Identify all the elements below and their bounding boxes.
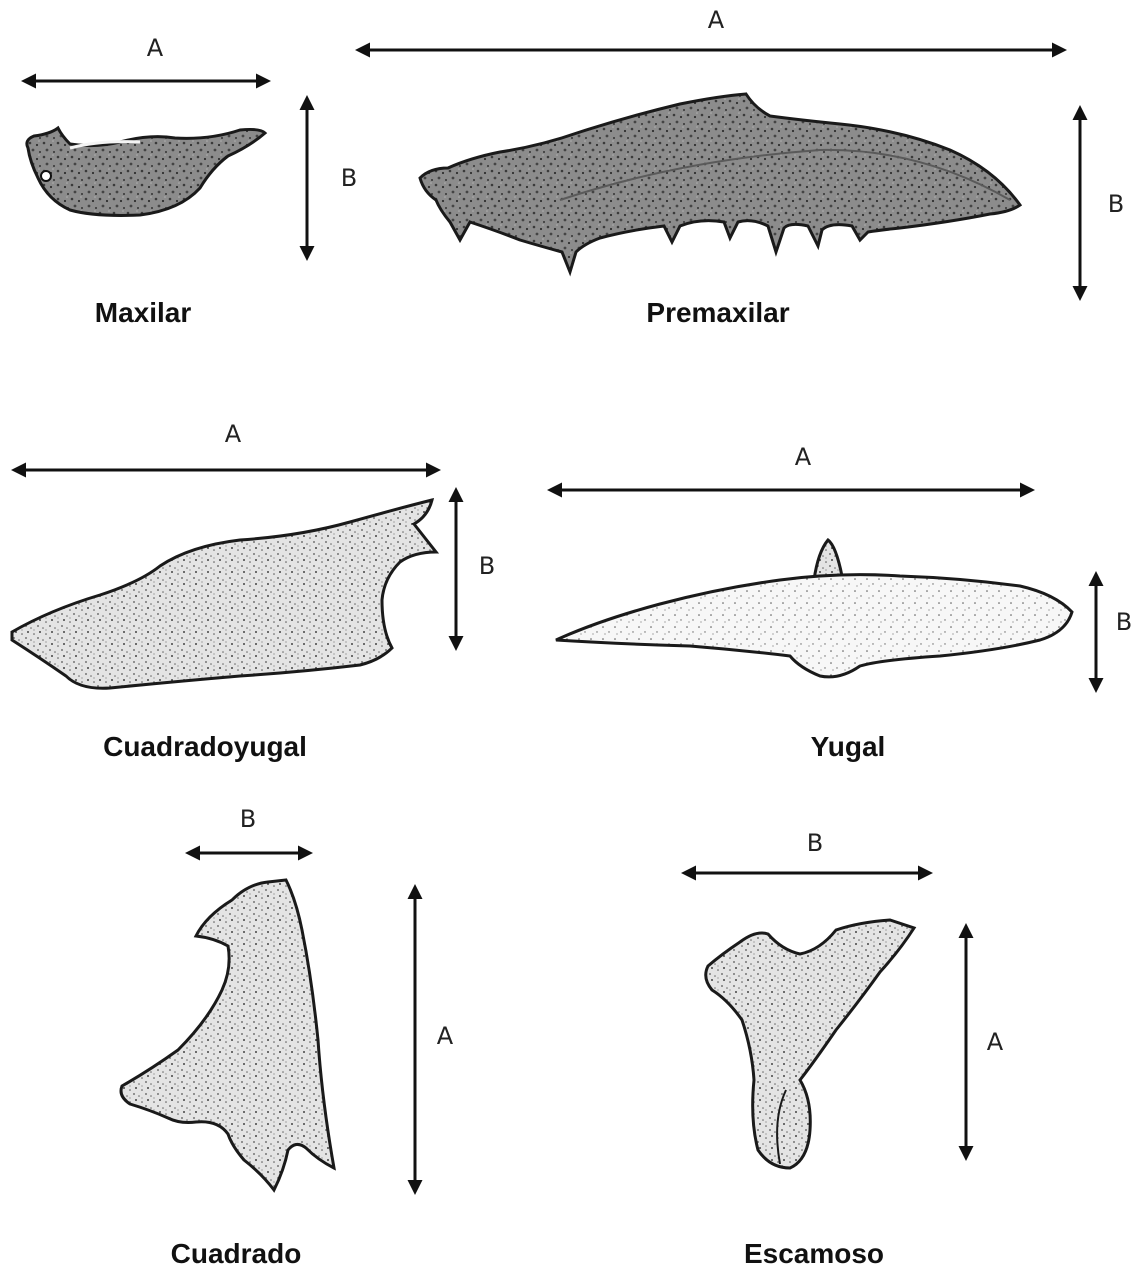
bone-group-cuadrado: B A Cuadrado	[121, 805, 454, 1269]
bone-group-escamoso: B A Escamoso	[684, 829, 1004, 1269]
escamoso-bone-illustration	[706, 920, 914, 1168]
escamoso-name: Escamoso	[744, 1238, 884, 1269]
yugal-name: Yugal	[811, 731, 886, 762]
yugal-bone-illustration	[556, 575, 1072, 677]
cuadradoyugal-width-label: B	[479, 552, 495, 580]
bone-group-yugal: A B Yugal	[550, 443, 1132, 762]
cuadradoyugal-bone-illustration	[12, 500, 436, 688]
maxilar-name: Maxilar	[95, 297, 192, 328]
maxilar-bone-illustration	[27, 128, 265, 215]
cuadradoyugal-length-label: A	[225, 420, 242, 448]
bone-group-maxilar: A B Maxilar	[24, 34, 357, 328]
bone-group-premaxilar: A B Premaxilar	[358, 6, 1124, 328]
cuadrado-length-label: A	[437, 1022, 454, 1050]
escamoso-width-label: B	[807, 829, 823, 857]
cuadradoyugal-name: Cuadradoyugal	[103, 731, 307, 762]
cuadrado-width-label: B	[240, 805, 256, 833]
yugal-width-label: B	[1116, 608, 1132, 636]
premaxilar-width-label: B	[1108, 190, 1124, 218]
premaxilar-bone-illustration	[420, 94, 1020, 272]
maxilar-width-label: B	[341, 164, 357, 192]
maxilar-foramen	[41, 171, 51, 181]
premaxilar-length-label: A	[708, 6, 725, 34]
escamoso-length-label: A	[987, 1028, 1004, 1056]
premaxilar-name: Premaxilar	[646, 297, 789, 328]
cuadrado-bone-illustration	[121, 880, 334, 1190]
bone-group-cuadradoyugal: A B Cuadradoyugal	[12, 420, 495, 762]
yugal-length-label: A	[795, 443, 812, 471]
maxilar-length-label: A	[147, 34, 164, 62]
cuadrado-name: Cuadrado	[171, 1238, 302, 1269]
